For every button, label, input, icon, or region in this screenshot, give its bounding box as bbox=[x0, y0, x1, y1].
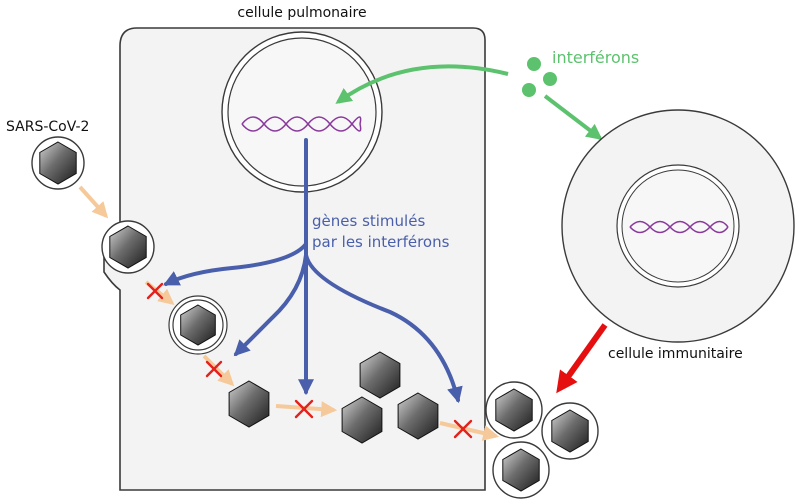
virion-hexagon-icon bbox=[109, 225, 147, 269]
immune-attack-arrow bbox=[556, 323, 608, 394]
red-cross-icon bbox=[146, 282, 164, 300]
isg-label-line2: par les interférons bbox=[312, 233, 450, 251]
path-arrow-exit bbox=[439, 421, 500, 441]
endosome-virion bbox=[168, 295, 228, 355]
block-marks bbox=[146, 282, 473, 439]
virion-hexagon-icon bbox=[359, 351, 401, 399]
exiting-virion bbox=[492, 441, 550, 499]
virion-hexagon-icon bbox=[397, 392, 439, 440]
virion-hexagon-icon bbox=[551, 409, 589, 453]
red-cross-icon bbox=[453, 419, 473, 439]
replicated-virions bbox=[341, 351, 439, 444]
interferon-to-lung-nucleus-arrow bbox=[335, 64, 509, 104]
immune-cell-label: cellule immunitaire bbox=[608, 346, 743, 362]
free-virion bbox=[31, 136, 85, 190]
lung-dna-double-helix-icon bbox=[241, 116, 362, 132]
isg-arrow-exit bbox=[304, 253, 463, 404]
exiting-virions bbox=[485, 381, 599, 499]
virion-hexagon-icon bbox=[495, 388, 533, 432]
sars-cov-2-label: SARS-CoV-2 bbox=[6, 119, 89, 135]
interferon-green-dot-icon bbox=[527, 57, 541, 71]
virion-hexagon-icon bbox=[39, 141, 77, 185]
immune-cell bbox=[561, 109, 795, 343]
lung-cell-label: cellule pulmonaire bbox=[237, 5, 366, 21]
virion-hexagon-icon bbox=[341, 396, 383, 444]
interferon-green-dot-icon bbox=[543, 72, 557, 86]
path-arrow-release bbox=[202, 354, 235, 387]
red-cross-icon bbox=[294, 399, 314, 419]
entering-virion bbox=[101, 220, 155, 274]
virion-hexagon-icon bbox=[502, 448, 540, 492]
path-arrow-entry bbox=[78, 185, 109, 219]
interferons-label: interférons bbox=[552, 48, 639, 67]
isg-arrow-endosome bbox=[233, 253, 308, 357]
lung-cell-nucleus bbox=[221, 31, 383, 193]
immune-dna-double-helix-icon bbox=[629, 220, 729, 234]
exiting-virion bbox=[541, 402, 599, 460]
isg-label-line1: gènes stimulés bbox=[312, 212, 425, 230]
red-cross-icon bbox=[205, 360, 223, 378]
released-virion-hexagon-icon bbox=[228, 380, 270, 428]
interferon-molecules bbox=[522, 57, 557, 97]
interferon-to-immune-cell-arrow bbox=[543, 94, 603, 140]
interferon-green-dot-icon bbox=[522, 83, 536, 97]
isg-arrow-entry bbox=[163, 242, 308, 286]
isg-arrows bbox=[163, 138, 463, 404]
exiting-virion bbox=[485, 381, 543, 439]
virion-hexagon-icon bbox=[180, 304, 216, 346]
